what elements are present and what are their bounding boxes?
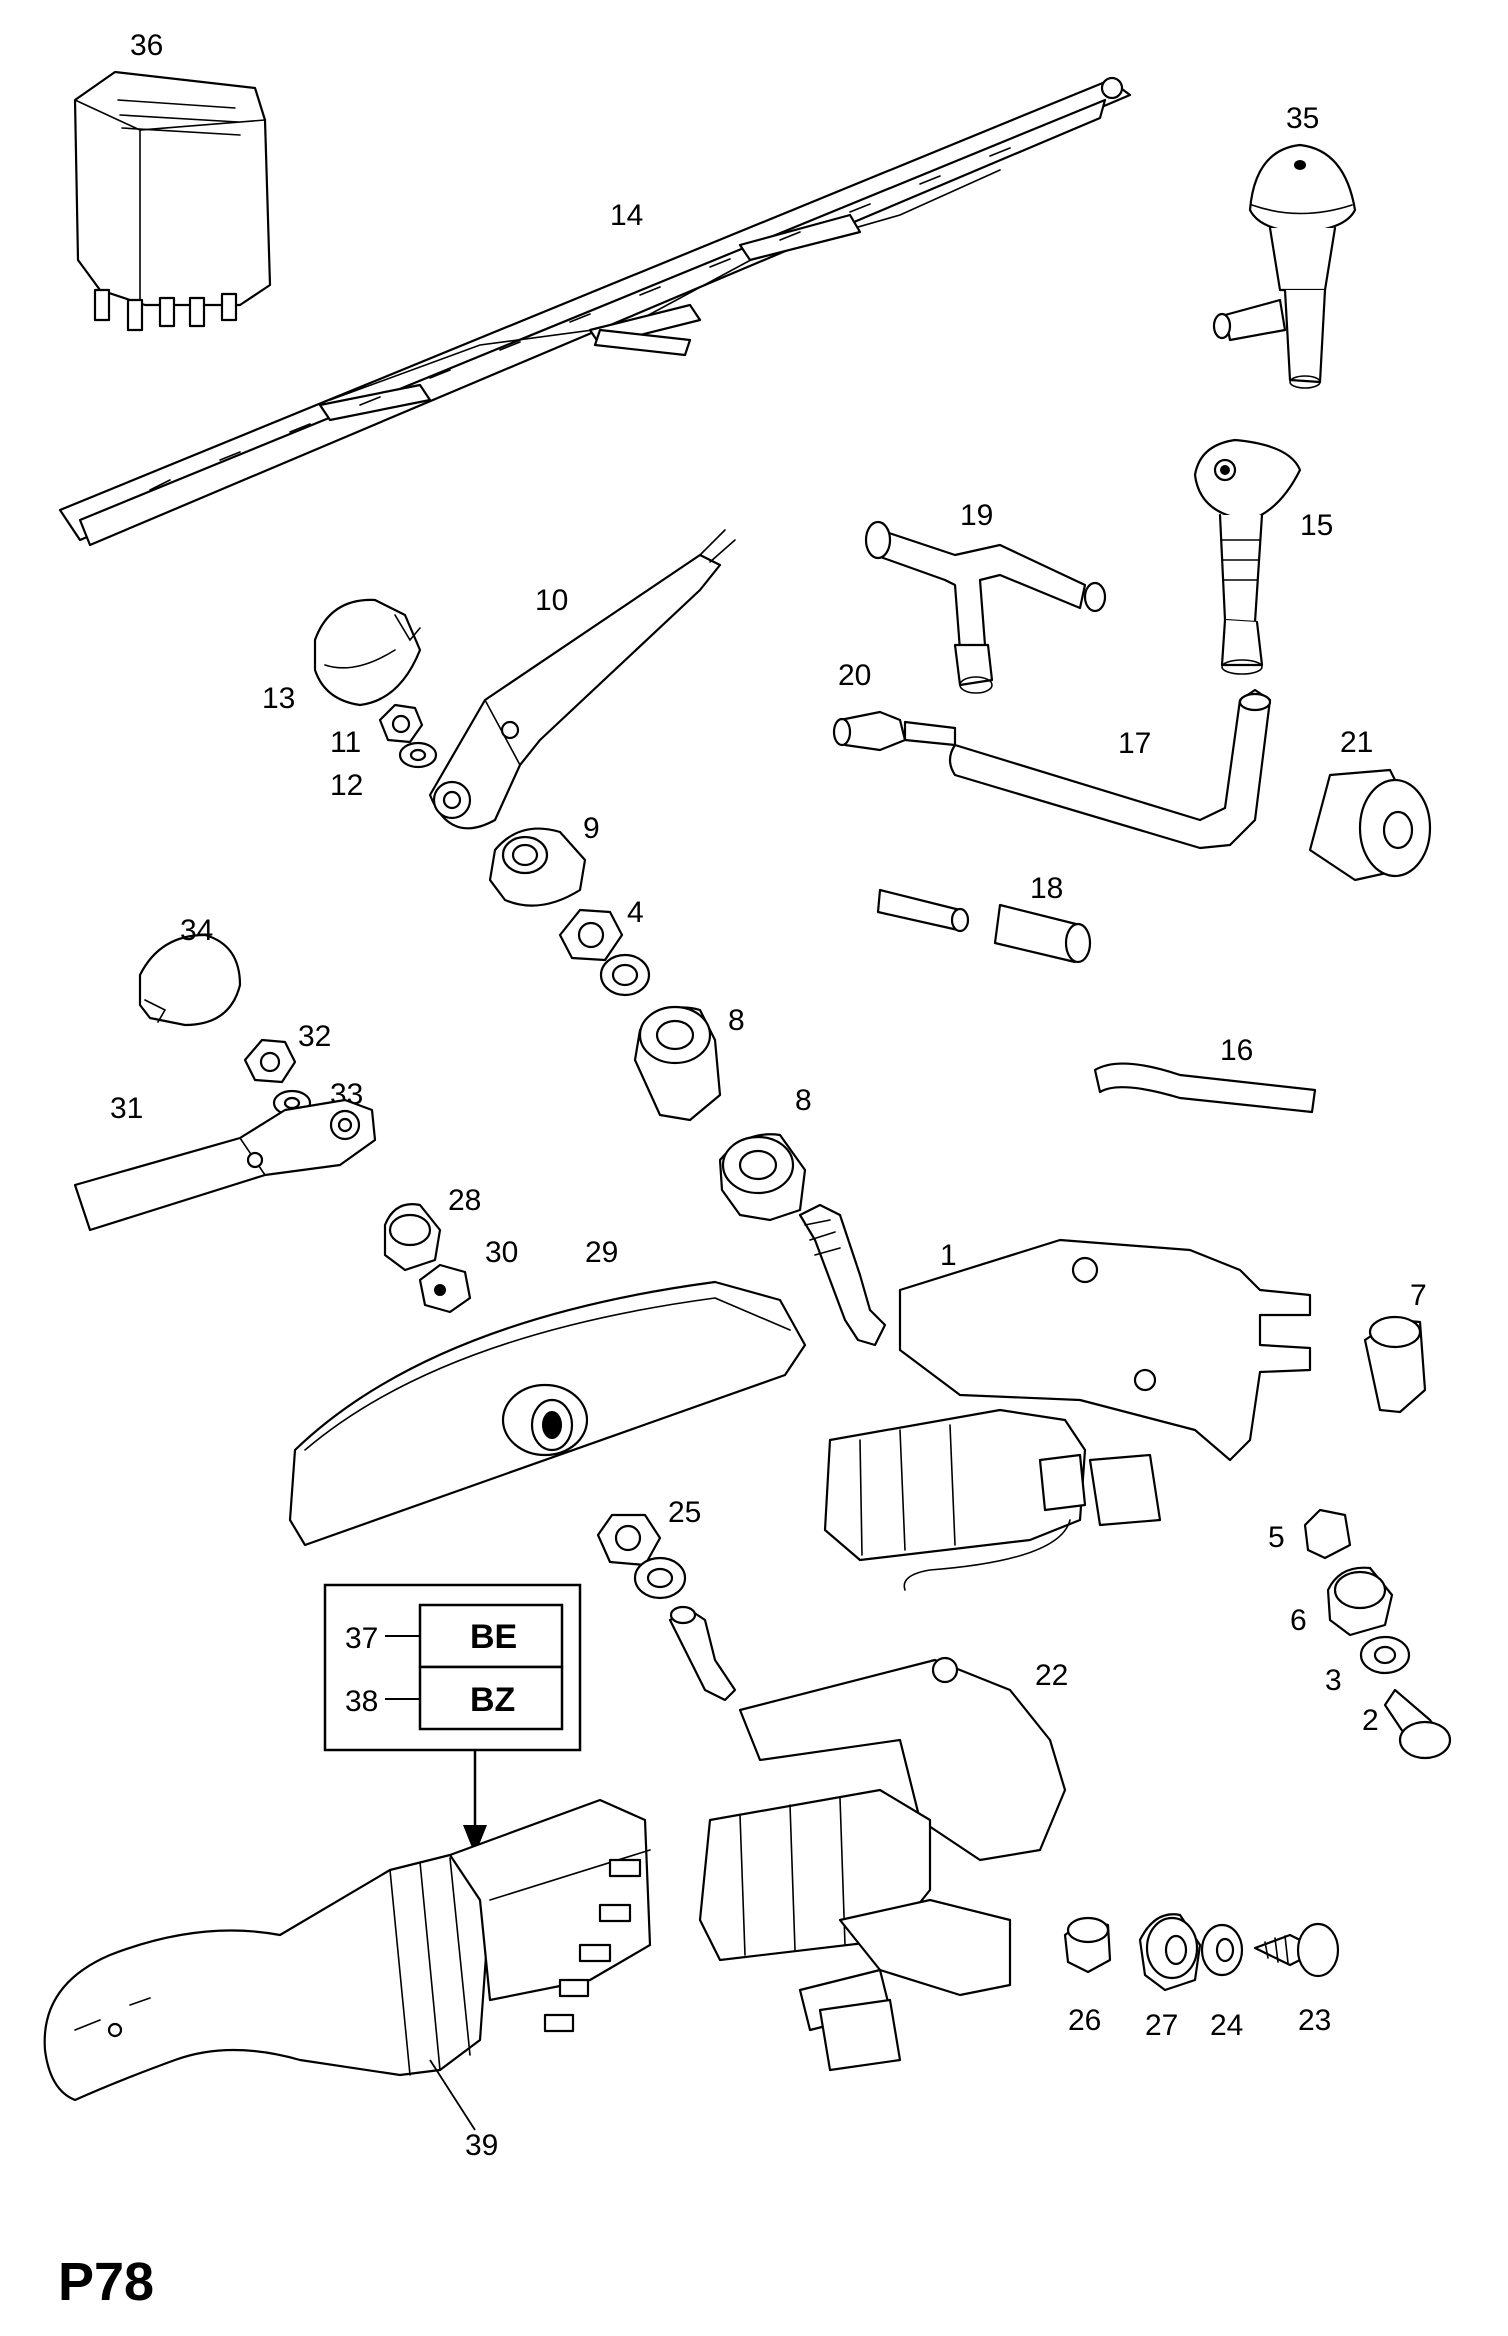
part-30-nut — [418, 1263, 472, 1314]
part-14-wiper-blade — [58, 76, 1132, 547]
part-10-wiper-arm — [428, 529, 736, 830]
callout-39: 39 — [465, 2129, 498, 2162]
callout-5: 5 — [1268, 1521, 1285, 1554]
callout-13: 13 — [262, 682, 295, 715]
callout-14: 14 — [610, 199, 643, 232]
part-5-sleeve — [1303, 1508, 1352, 1560]
part-13-cap — [313, 598, 422, 707]
callout-4: 4 — [627, 896, 644, 929]
callout-17: 17 — [1118, 727, 1151, 760]
callout-6: 6 — [1290, 1604, 1307, 1637]
callout-35: 35 — [1286, 102, 1319, 135]
callout-19: 19 — [960, 499, 993, 532]
callout-11: 11 — [330, 726, 361, 759]
part-36-relay — [73, 70, 272, 332]
callout-20: 20 — [838, 659, 871, 692]
part-20-hose-connector — [832, 710, 957, 752]
part-18-hose-pieces — [876, 888, 1092, 964]
callout-38: 38 — [345, 1685, 378, 1718]
part-35-washer-nozzle — [1212, 143, 1357, 389]
part-21-grommet — [1308, 768, 1432, 882]
part-26-spacer — [1063, 1916, 1112, 1974]
callout-32: 32 — [298, 1020, 331, 1053]
callout-26: 26 — [1068, 2004, 1101, 2037]
part-29-cover — [288, 1280, 807, 1547]
part-7-spacer — [1363, 1315, 1427, 1414]
callout-25: 25 — [668, 1496, 701, 1529]
callout-2: 2 — [1362, 1704, 1379, 1737]
part-25-nut-washer — [596, 1513, 687, 1600]
callout-23: 23 — [1298, 2004, 1331, 2037]
part-24-washer — [1200, 1923, 1244, 1977]
callout-8b: 8 — [795, 1084, 812, 1117]
variant-code-bz: BZ — [470, 1681, 515, 1719]
part-27-grommet — [1138, 1913, 1202, 1992]
part-12-washer — [398, 741, 438, 769]
part-6-grommet — [1326, 1566, 1394, 1637]
part-23-screw — [1253, 1922, 1340, 1978]
part-2-screw — [1383, 1688, 1452, 1760]
callout-3: 3 — [1325, 1664, 1342, 1697]
callout-18: 18 — [1030, 872, 1063, 905]
variant-code-box — [323, 1583, 582, 1752]
arrow-to-switch — [463, 1750, 487, 1855]
part-28-grommet — [383, 1203, 442, 1272]
part-19-t-connector — [864, 520, 1107, 694]
callout-12: 12 — [330, 769, 363, 802]
part-9-grommet — [488, 827, 587, 907]
callout-10: 10 — [535, 584, 568, 617]
part-39-wiper-switch — [43, 1798, 652, 2131]
part-1-wiper-motor — [798, 1203, 1312, 1591]
part-16-hose — [1093, 1062, 1317, 1114]
callout-27: 27 — [1145, 2009, 1178, 2042]
part-4-nut-washer — [558, 908, 651, 997]
callout-22: 22 — [1035, 1659, 1068, 1692]
part-34-cap — [138, 933, 242, 1027]
callout-15: 15 — [1300, 509, 1333, 542]
callout-24: 24 — [1210, 2009, 1243, 2042]
page-code: P78 — [58, 2252, 154, 2312]
callout-31: 31 — [110, 1092, 143, 1125]
part-32-nut — [243, 1038, 297, 1084]
callout-16: 16 — [1220, 1034, 1253, 1067]
callout-1: 1 — [940, 1239, 957, 1272]
variant-code-be: BE — [470, 1618, 517, 1656]
callout-7: 7 — [1410, 1279, 1427, 1312]
part-15-jet-nozzle — [1193, 438, 1302, 675]
callout-9: 9 — [583, 812, 600, 845]
part-8-bushing-a — [633, 1005, 722, 1122]
part-11-nut — [378, 703, 424, 744]
part-17-hose — [948, 688, 1272, 850]
part-3-washer — [1359, 1635, 1411, 1675]
callout-21: 21 — [1340, 726, 1373, 759]
part-22-wiper-motor — [668, 1605, 1067, 2072]
callout-29: 29 — [585, 1236, 618, 1269]
part-8-bushing-b — [718, 1133, 807, 1222]
callout-36: 36 — [130, 29, 163, 62]
part-31-wiper-arm — [73, 1098, 377, 1232]
callout-28: 28 — [448, 1184, 481, 1217]
callout-37: 37 — [345, 1622, 378, 1655]
callout-30: 30 — [485, 1236, 518, 1269]
callout-34: 34 — [180, 914, 213, 947]
callout-8a: 8 — [728, 1004, 745, 1037]
